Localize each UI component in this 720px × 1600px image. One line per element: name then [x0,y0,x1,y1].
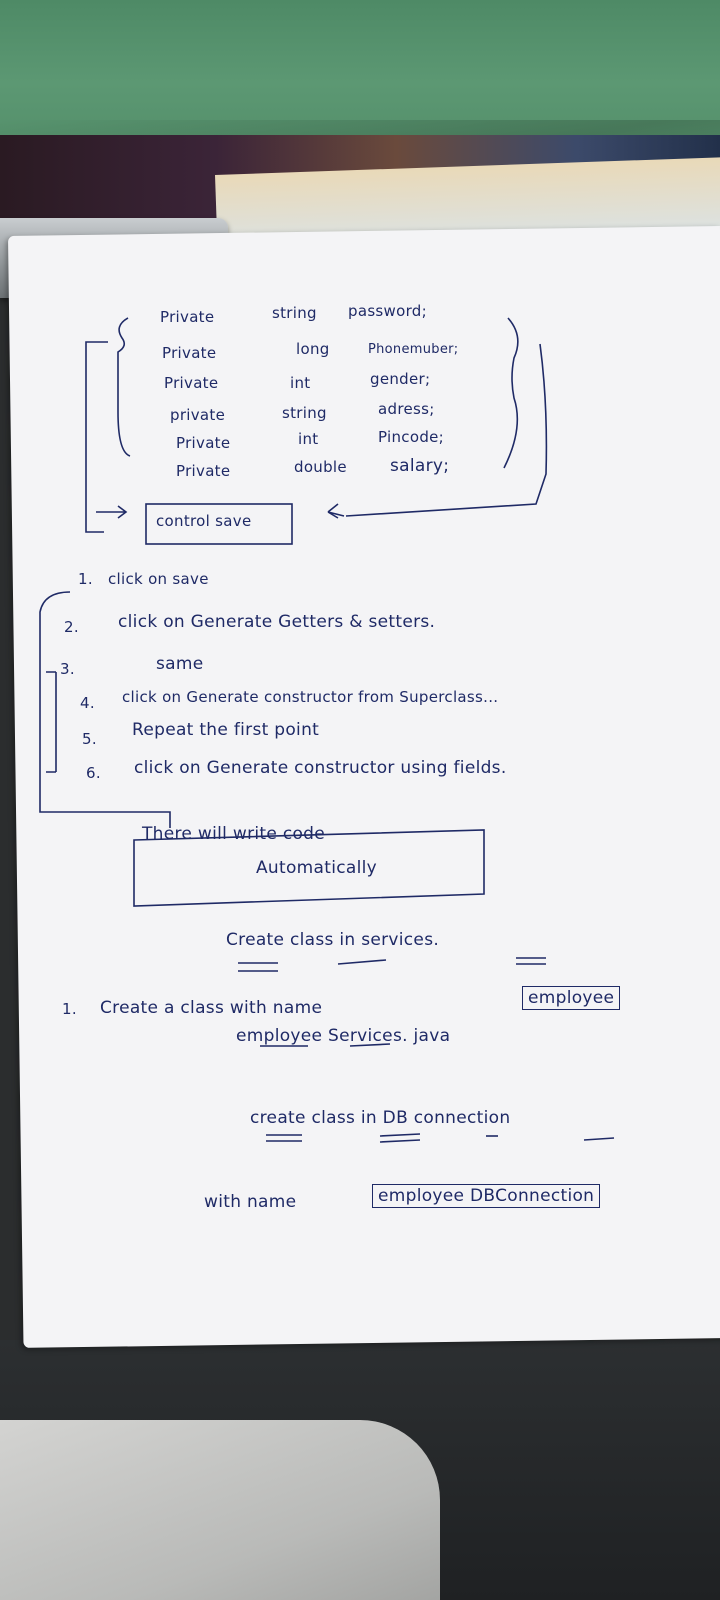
step-text: click on Generate constructor using fiel… [134,758,507,778]
step-text: click on Generate Getters & setters. [118,612,436,632]
step-number: 5. [82,730,97,748]
step-number: 1. [78,570,93,588]
bracket-right [345,343,548,517]
field-name: password; [348,302,427,320]
db-class-name: employee DBConnection [372,1184,601,1208]
create-services-heading: Create class in services. [226,930,440,950]
grey-fabric [0,1420,440,1600]
field-name: adress; [378,400,435,418]
employee-class-name: employee [522,986,621,1010]
db-name-prefix: with name [204,1192,297,1212]
field-modifier: Private [160,308,215,326]
field-name: Pincode; [378,428,445,446]
note-box [133,829,485,907]
step-create-number: 1. [62,1000,77,1018]
step-text: click on save [108,570,209,588]
control-save-box [145,503,293,545]
underline-class2 [379,1133,421,1143]
note-line-1: There will write code [142,824,326,844]
field-modifier: Private [164,374,219,392]
brace-left-outer [117,317,131,457]
field-type: double [294,458,347,476]
field-type: long [296,340,330,358]
note-line-2: Automatically [256,858,378,878]
field-name: gender; [370,370,431,388]
field-type: int [290,374,311,392]
field-type: string [272,304,317,322]
step-number: 2. [64,618,79,636]
underline-db [583,1137,615,1141]
field-name: salary; [390,456,450,476]
field-name: Phonemuber; [368,342,459,357]
create-db-heading: create class in DB connection [250,1108,511,1128]
employee-services-file: employee Services. java [236,1026,451,1046]
step-text: same [156,654,204,674]
arrow-to-box [327,503,345,519]
bracket-steps [46,671,57,773]
underline-create [238,962,278,972]
field-modifier: private [170,406,226,424]
step-text: click on Generate constructor from Super… [122,688,499,706]
field-modifier: Private [176,434,231,452]
underline-services [516,957,546,965]
loop-steps [39,591,171,828]
step-create-text: Create a class with name [100,998,323,1018]
underline-class [337,959,387,965]
field-modifier: Private [162,344,217,362]
step-number: 4. [80,694,95,712]
field-type: string [282,404,327,422]
underline-create2 [266,1134,302,1142]
bracket-left [85,341,108,533]
control-save-label: control save [156,512,252,530]
field-modifier: Private [176,462,231,480]
brace-right [503,317,519,469]
step-number: 3. [60,660,75,678]
step-text: Repeat the first point [132,720,320,740]
field-type: int [298,430,319,448]
step-number: 6. [86,764,101,782]
arrow-to-control-save [96,505,128,519]
underline-services2 [349,1043,391,1047]
